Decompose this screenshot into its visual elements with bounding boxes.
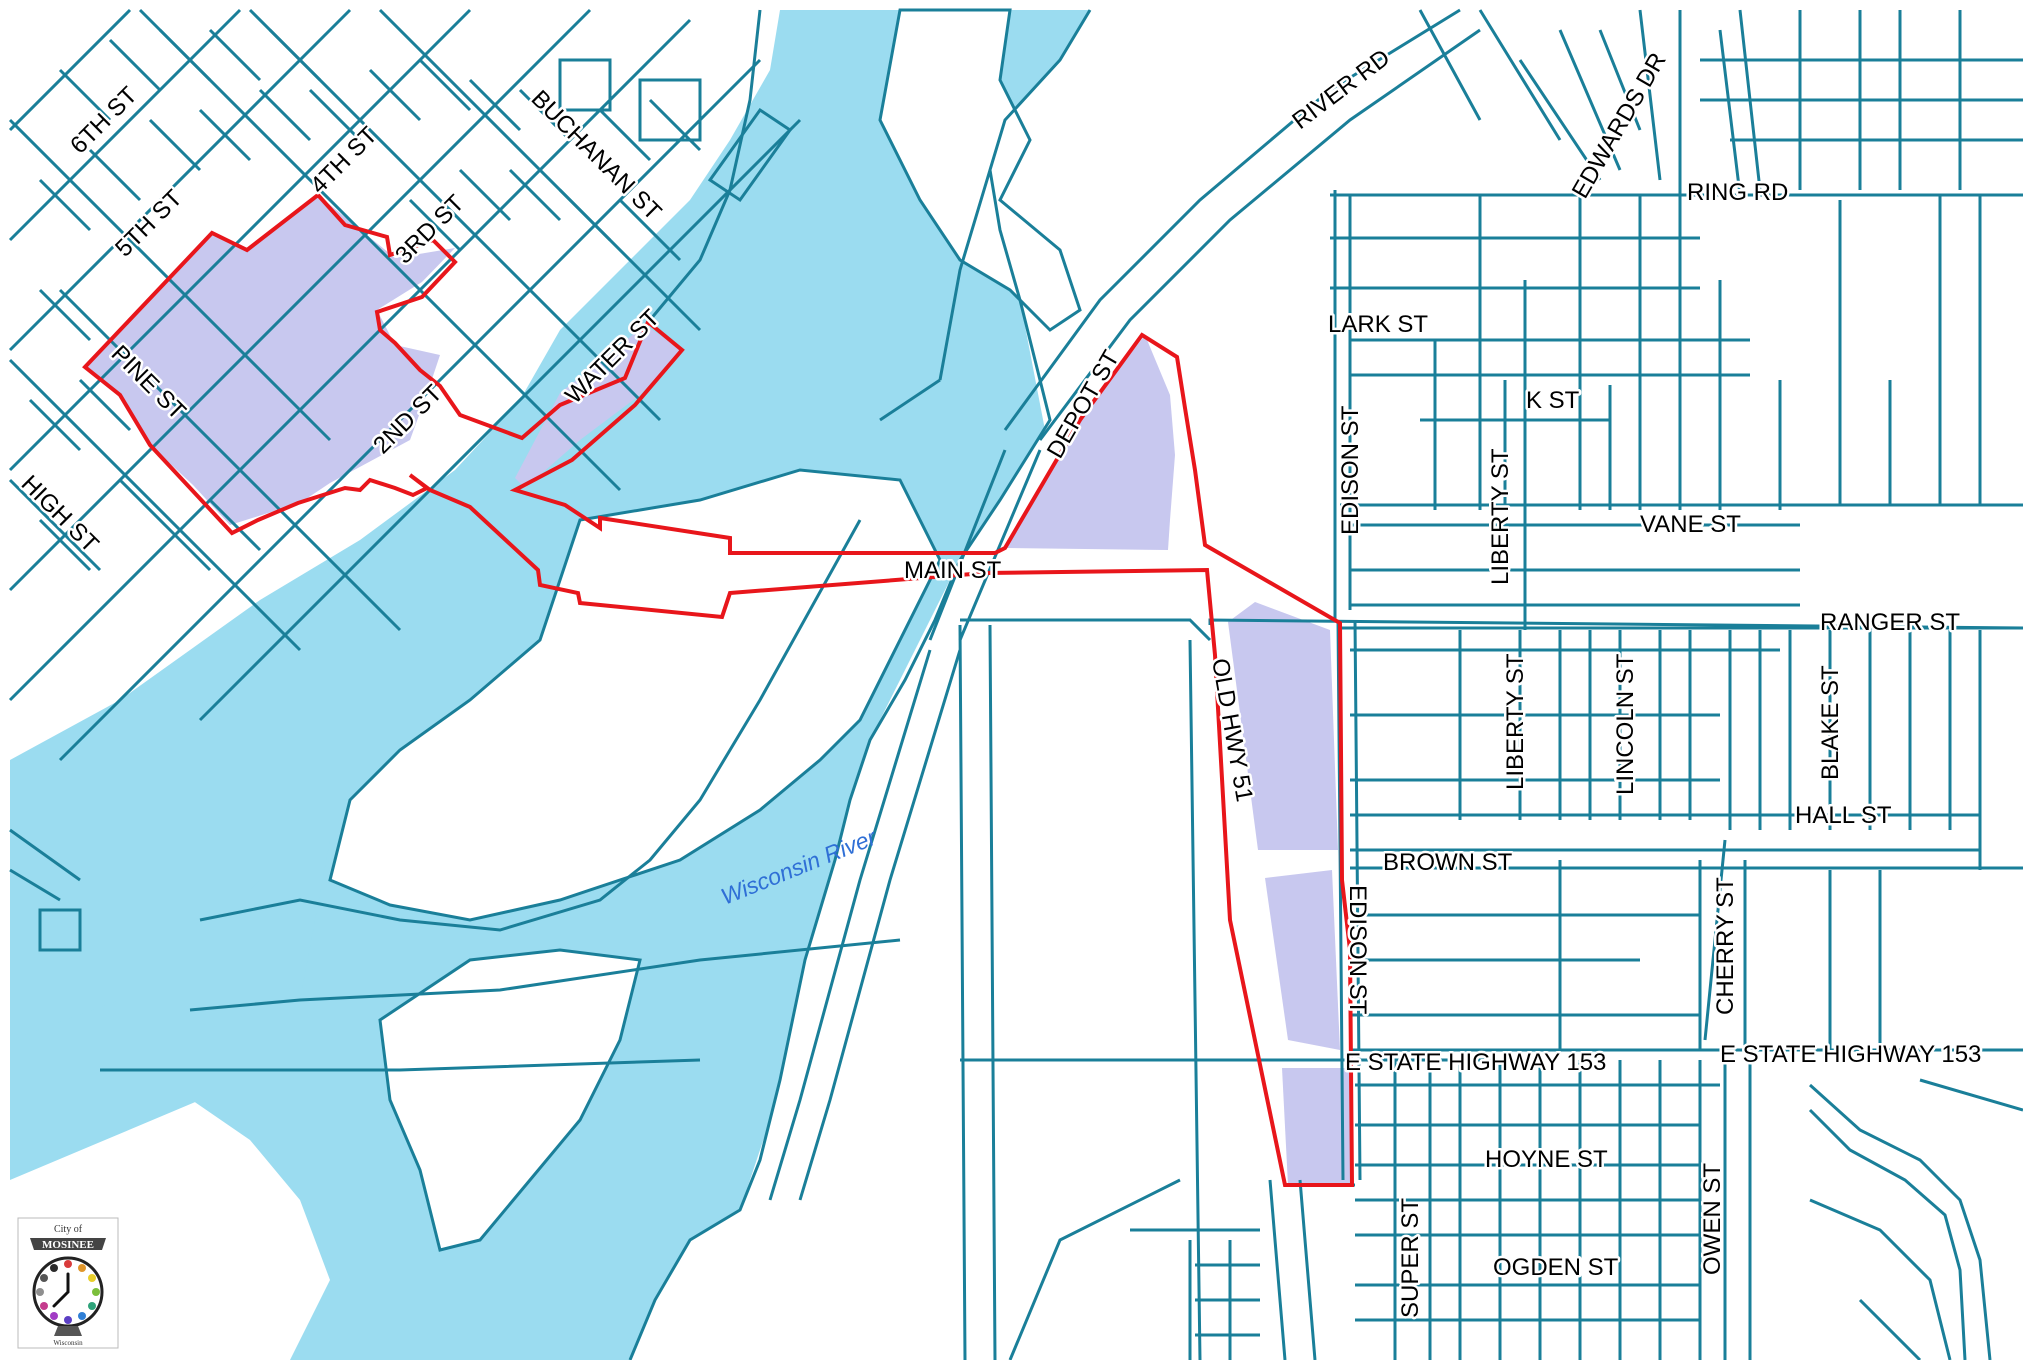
tif-district-parcels [85, 195, 1352, 1185]
logo-bottom-text: Wisconsin [53, 1339, 83, 1347]
grid-line-b [8, 8, 242, 242]
island-outlines [328, 8, 1082, 1252]
downtown-district-fill [85, 195, 455, 525]
grid-line-g [58, 288, 402, 632]
grid-line-h [8, 358, 302, 652]
clock-marker-6 [78, 1312, 86, 1320]
label-ranger-st: RANGER ST [1820, 609, 1960, 636]
label-blake-st: BLAKE ST [1817, 665, 1844, 780]
logo-top-text: City of [54, 1224, 83, 1235]
river-parcel-lines [100, 9, 1500, 1072]
clock-marker-11 [40, 1274, 48, 1282]
clock-marker-8 [50, 1312, 58, 1320]
grid-line-fifth [8, 8, 592, 592]
logo-name: MOSINEE [42, 1239, 94, 1251]
label-hoyne-st: HOYNE ST [1485, 1146, 1608, 1173]
grid-line-f [378, 8, 702, 332]
label-brown-st: BROWN ST [1383, 849, 1513, 876]
west-shore-lots [558, 58, 793, 203]
label-hall-st: HALL ST [1795, 802, 1892, 829]
grid-line-d [138, 8, 622, 492]
clock-marker-7 [64, 1316, 72, 1324]
label-vane-st: VANE ST [1640, 511, 1741, 538]
northeast-lots [1418, 9, 2023, 196]
west-islands-lots [9, 828, 82, 952]
logo-banner [30, 1238, 106, 1250]
river-shoreline-east [628, 9, 1092, 1360]
label-super-st: SUPER ST [1397, 1198, 1424, 1318]
clock-marker-4 [92, 1288, 100, 1296]
label-lincoln-st: LINCOLN ST [1612, 653, 1639, 795]
label-e-state-highway-153-west: E STATE HIGHWAY 153 [1345, 1049, 1606, 1076]
depot-district-fill [1005, 335, 1175, 550]
label-main-st: MAIN ST [904, 557, 1002, 584]
label-ogden-st: OGDEN ST [1493, 1254, 1619, 1281]
west-lot-lines [28, 28, 702, 572]
clock-marker-5 [88, 1302, 96, 1310]
clock-face-markers [36, 1260, 100, 1324]
old-hwy-district-fill-2 [1265, 870, 1340, 1050]
label-edison-st-south: EDISON ST [1344, 885, 1371, 1015]
district-boundary-line [82, 192, 1355, 1187]
label-owen-st: OWEN ST [1699, 1163, 1726, 1275]
label-edison-st-north: EDISON ST [1337, 405, 1364, 535]
grid-line-c [8, 8, 132, 132]
grid-line-fourth [8, 18, 692, 702]
river-west-overflow [10, 840, 330, 1180]
logo-stand [54, 1326, 82, 1336]
parcel-lines [8, 8, 2023, 1360]
grid-line-second [198, 118, 802, 722]
south-island [380, 950, 640, 1250]
grid-line-a [8, 8, 352, 352]
label-k-st: K ST [1526, 387, 1580, 414]
central-island [330, 470, 940, 920]
clock-marker-9 [40, 1302, 48, 1310]
label-cherry-st: CHERRY ST [1712, 877, 1739, 1015]
east-grid-vertical [1333, 190, 1982, 1360]
old-hwy-district-fill-3 [1282, 1068, 1352, 1185]
grid-line-high [8, 478, 102, 572]
clock-hands [52, 1272, 70, 1308]
clock-marker-2 [78, 1264, 86, 1272]
clock-marker-3 [88, 1274, 96, 1282]
label-lark-st: LARK ST [1328, 311, 1428, 338]
label-e-state-highway-153-east: E STATE HIGHWAY 153 [1720, 1041, 1981, 1068]
clock-marker-12 [50, 1264, 58, 1272]
label-ring-rd: RING RD [1687, 179, 1788, 206]
clock-marker-1 [64, 1260, 72, 1268]
city-logo: City of MOSINEE Wisconsin [17, 1217, 119, 1349]
tif-district-boundary [82, 192, 1355, 1187]
old-hwy-district-fill-1 [1228, 602, 1338, 850]
southeast-curve-road [1808, 1078, 2023, 1360]
grid-line-third [58, 58, 762, 762]
edison-st-south-road [1008, 619, 1362, 1360]
water-st-district-fill [515, 325, 682, 488]
label-liberty-st-south: LIBERTY ST [1502, 653, 1529, 790]
label-liberty-st-north: LIBERTY ST [1487, 448, 1514, 585]
clock-marker-10 [36, 1288, 44, 1296]
grid-line-sixth [8, 8, 472, 472]
river-rd-corridor [768, 8, 1481, 1201]
